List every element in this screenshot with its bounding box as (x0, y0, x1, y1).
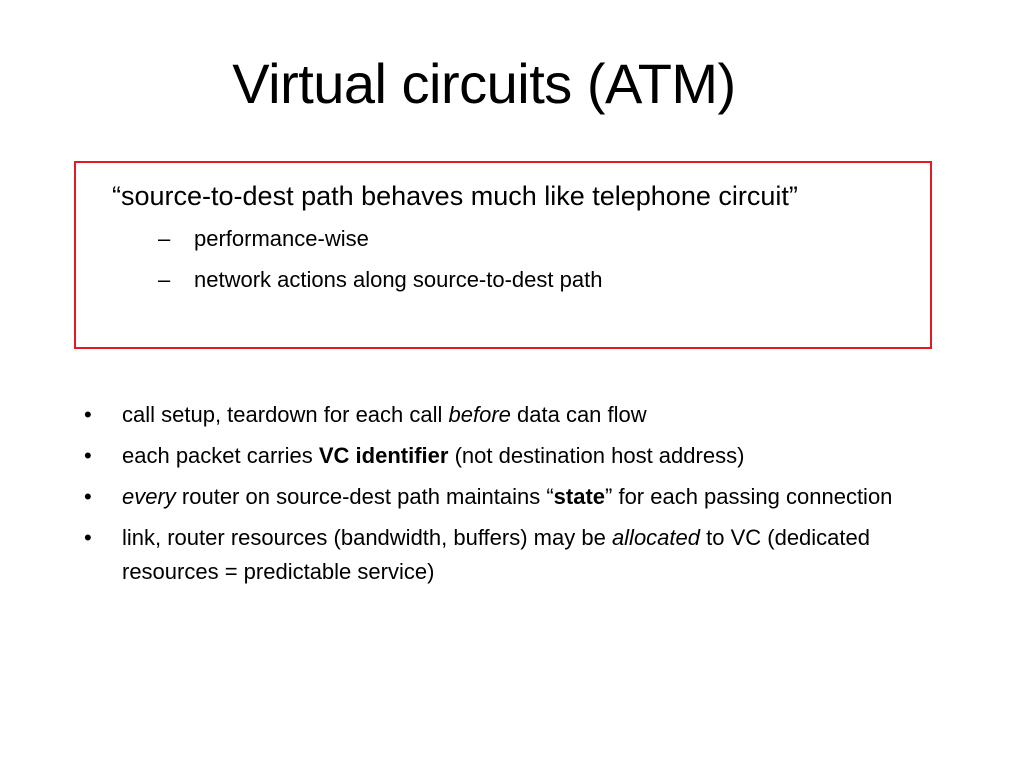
bullet-marker: • (84, 443, 92, 468)
bullet-marker: • (84, 525, 92, 550)
bullet-text-italic: every (122, 484, 176, 509)
bullet-text-run: to VC (dedicated resources = predictable… (122, 525, 870, 584)
bullet-text-bold: state (553, 484, 606, 509)
main-bullet-list: • call setup, teardown for each call bef… (84, 398, 964, 596)
dash-marker: – (158, 267, 171, 292)
bullet-text: call setup, teardown for each call befor… (122, 402, 647, 427)
slide-title: Virtual circuits (ATM) (232, 52, 736, 115)
bullet-text-run: ” for each passing connection (605, 484, 893, 509)
dash-marker: – (158, 226, 171, 251)
bullet-text: each packet carries VC identifier (not d… (122, 443, 744, 468)
sub-item-text: performance-wise (194, 226, 369, 251)
bullet-marker: • (84, 402, 92, 427)
quote-box: “source-to-dest path behaves much like t… (74, 161, 932, 349)
bullet-text-run: link, router resources (bandwidth, buffe… (122, 525, 612, 550)
bullet-item: • call setup, teardown for each call bef… (84, 398, 964, 432)
bullet-text: every router on source-dest path maintai… (122, 484, 892, 509)
sub-list-item: – network actions along source-to-dest p… (158, 266, 602, 294)
quote-sub-list: – performance-wise – network actions alo… (158, 225, 602, 307)
bullet-item: • each packet carries VC identifier (not… (84, 439, 964, 473)
sub-list-item: – performance-wise (158, 225, 602, 253)
bullet-text-bold: VC identifier (318, 443, 449, 468)
bullet-item: • every router on source-dest path maint… (84, 480, 964, 514)
quote-text: “source-to-dest path behaves much like t… (112, 181, 798, 211)
bullet-text-run: router on source-dest path maintains “ (175, 484, 554, 509)
bullet-text-run: (not destination host address) (448, 443, 745, 468)
bullet-text-run: data can flow (510, 402, 647, 427)
bullet-text-italic: allocated (611, 525, 701, 550)
bullet-text: link, router resources (bandwidth, buffe… (122, 525, 870, 584)
sub-item-text: network actions along source-to-dest pat… (194, 267, 603, 292)
bullet-text-run: call setup, teardown for each call (122, 402, 449, 427)
bullet-marker: • (84, 484, 92, 509)
bullet-text-italic: before (448, 402, 511, 427)
bullet-item: • link, router resources (bandwidth, buf… (84, 521, 964, 589)
bullet-text-run: each packet carries (122, 443, 319, 468)
